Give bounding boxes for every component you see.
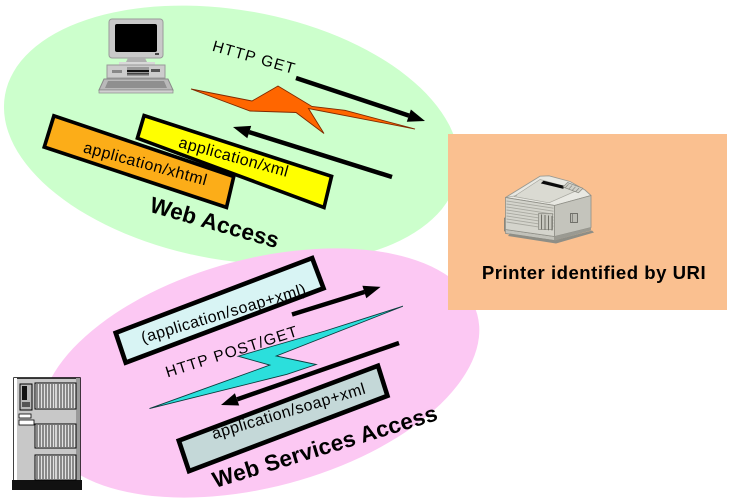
svg-text:Printer identified by URI: Printer identified by URI [482, 262, 706, 283]
